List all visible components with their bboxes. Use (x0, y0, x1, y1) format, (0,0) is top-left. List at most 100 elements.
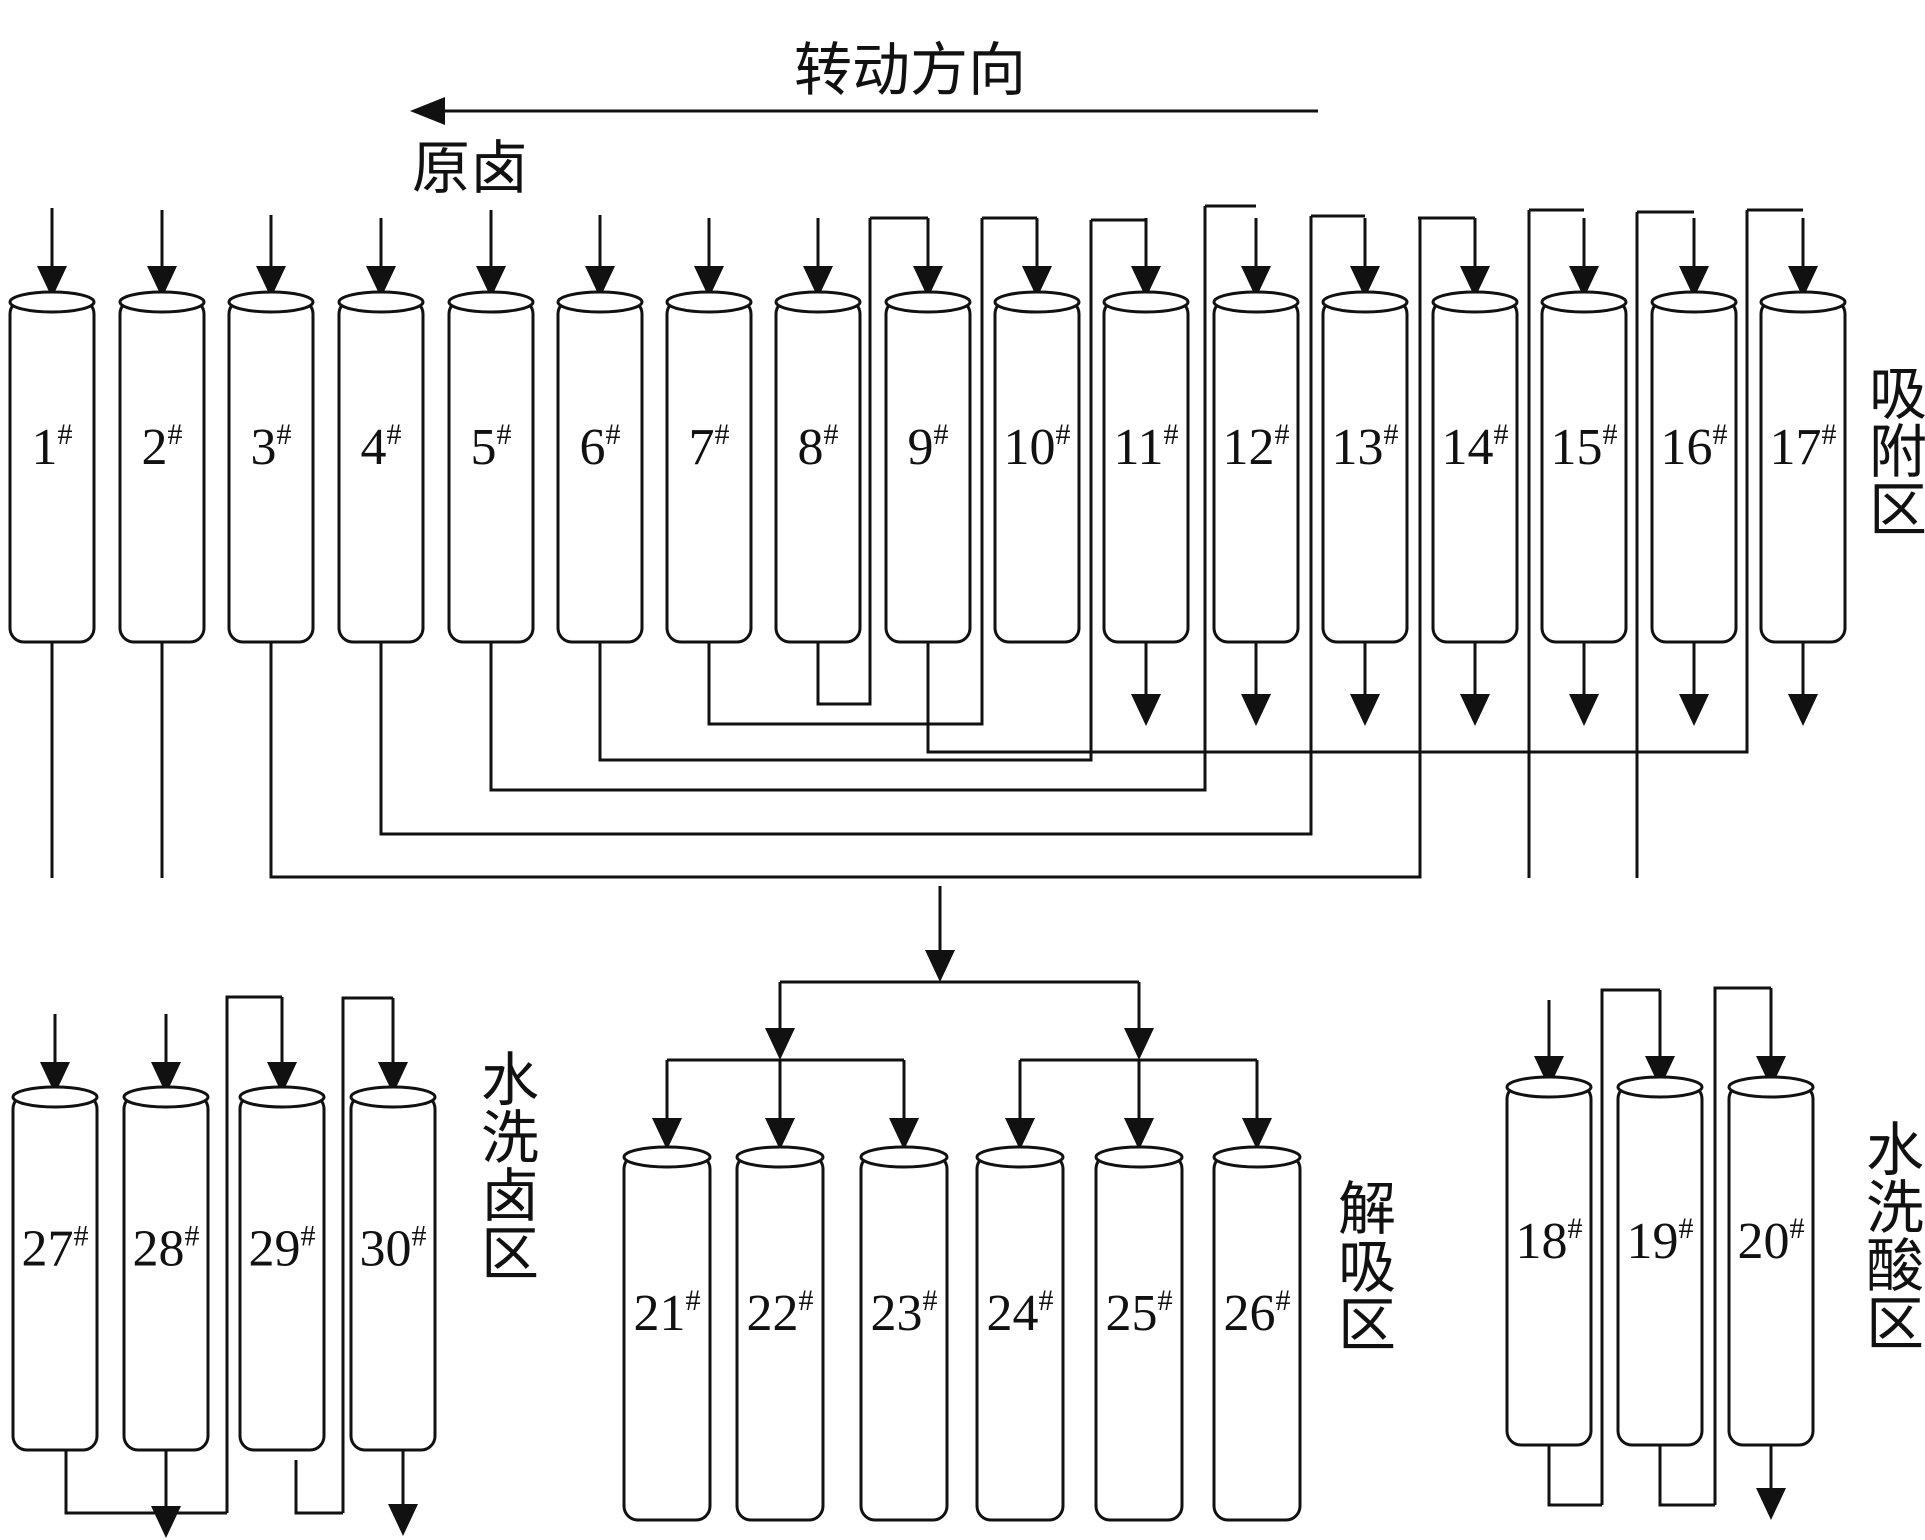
acid-wash-column-20-suffix: # (1790, 1212, 1805, 1245)
acid-wash-feed-20-head (1756, 1056, 1786, 1088)
route-5-to-12 (489, 206, 1207, 792)
desorption-column-26-label: 26# (1224, 1284, 1291, 1342)
adsorption-column-8-number: 8 (798, 419, 824, 476)
desorption-column-22-label: 22# (747, 1284, 814, 1342)
adsorption-column-13-number: 13 (1332, 419, 1384, 476)
adsorption-column-11-top (1102, 290, 1190, 314)
adsorption-column-16-number: 16 (1661, 419, 1713, 476)
brine-wash-out-27 (64, 1448, 227, 1515)
adsorption-column-9-top (884, 290, 972, 314)
adsorption-column-5-label: 5# (471, 418, 512, 476)
desorption-feed-25-head (1124, 1118, 1154, 1150)
brine-wash-column-30-label: 30# (360, 1219, 427, 1277)
feed-arrow-2-head (147, 266, 177, 298)
brine-wash-column-27-number: 27 (22, 1220, 74, 1277)
brine-wash-column-27-label: 27# (22, 1219, 89, 1277)
brine-wash-column-28-suffix: # (185, 1219, 200, 1252)
adsorption-column-15-suffix: # (1603, 418, 1618, 451)
adsorption-column-12-number: 12 (1223, 419, 1275, 476)
adsorption-column-4-suffix: # (387, 418, 402, 451)
brine-wash-out-29 (294, 1460, 343, 1515)
adsorption-column-9-number: 9 (908, 419, 934, 476)
adsorption-column-7: 7# (665, 290, 753, 644)
desorption-column-23-top (859, 1145, 949, 1169)
brine-wash-column-28: 28# (122, 1085, 210, 1452)
feed-arrow-6-head (585, 266, 615, 298)
outlet-arrow-15-head (1569, 694, 1599, 726)
desorption-column-25-label: 25# (1106, 1284, 1173, 1342)
feed-arrow-8-head (803, 266, 833, 298)
desorption-column-21-suffix: # (686, 1284, 701, 1317)
brine-wash-loop-29 (225, 995, 282, 1513)
adsorption-column-5-number: 5 (471, 419, 497, 476)
desorption-column-21: 21# (622, 1145, 712, 1522)
acid-wash-column-19: 19# (1616, 1075, 1704, 1447)
desorption-column-25-top (1094, 1145, 1184, 1169)
desorption-column-26-top (1212, 1145, 1302, 1169)
adsorption-column-13-top (1321, 290, 1409, 314)
adsorption-column-6-top (556, 290, 644, 314)
adsorption-column-3: 3# (227, 290, 315, 644)
desorption-feed-24-head (1005, 1118, 1035, 1150)
adsorption-column-1-suffix: # (58, 418, 73, 451)
brine-wash-column-28-label: 28# (133, 1219, 200, 1277)
adsorption-column-17-label: 17# (1770, 418, 1837, 476)
feed-arrow-15-head (1569, 266, 1599, 298)
feed-arrow-14-head (1460, 266, 1490, 298)
desorption-column-21-number: 21 (634, 1285, 686, 1342)
brine-wash-column-29-number: 29 (249, 1220, 301, 1277)
feed-arrow-3-head (256, 266, 286, 298)
adsorption-column-11-label: 11# (1113, 418, 1178, 476)
route-9-to-17 (926, 210, 1749, 754)
adsorption-column-4-top (337, 290, 425, 314)
adsorption-column-10-number: 10 (1004, 419, 1056, 476)
outlet-arrow-14-head (1460, 694, 1490, 726)
feed-arrow-9-head (913, 266, 943, 298)
desorption-branch-right-head (1124, 1028, 1154, 1060)
adsorption-column-2-label: 2# (142, 418, 183, 476)
adsorption-column-8: 8# (774, 290, 862, 644)
rotation-direction-label: 转动方向 (794, 36, 1026, 104)
desorption-feed-23-head (889, 1118, 919, 1150)
brine-wash-column-28-number: 28 (133, 1220, 185, 1277)
acid-wash-out-18 (1547, 1440, 1602, 1507)
desorption-column-24-top (975, 1145, 1065, 1169)
adsorption-column-11: 11# (1102, 290, 1190, 644)
feed-arrow-17-head (1788, 266, 1818, 298)
adsorption-column-13: 13# (1321, 290, 1409, 644)
route-8-to-9 (816, 218, 872, 706)
acid-wash-column-19-number: 19 (1627, 1213, 1679, 1270)
adsorption-column-14-label: 14# (1442, 418, 1509, 476)
adsorption-column-3-label: 3# (251, 418, 292, 476)
adsorption-column-10-label: 10# (1004, 418, 1071, 476)
adsorption-column-7-suffix: # (715, 418, 730, 451)
brine-wash-loop-30 (341, 996, 393, 1513)
zone-label-adsorption: 吸附区 (1859, 363, 1925, 537)
acid-wash-column-18-number: 18 (1516, 1213, 1568, 1270)
acid-wash-column-18-top (1505, 1075, 1593, 1099)
adsorption-column-4-number: 4 (361, 419, 387, 476)
desorption-column-24-number: 24 (987, 1285, 1039, 1342)
feed-arrow-5-head (476, 266, 506, 298)
adsorption-column-12-suffix: # (1275, 418, 1290, 451)
adsorption-column-1: 1# (8, 290, 96, 644)
desorption-feed-22-head (765, 1118, 795, 1150)
acid-wash-column-20-label: 20# (1738, 1212, 1805, 1270)
adsorption-column-5-top (447, 290, 535, 314)
desorption-column-26-number: 26 (1224, 1285, 1276, 1342)
acid-wash-column-18-suffix: # (1568, 1212, 1583, 1245)
adsorption-column-15-top (1540, 290, 1628, 314)
desorption-column-22-suffix: # (799, 1284, 814, 1317)
desorption-column-21-top (622, 1145, 712, 1169)
acid-wash-column-18: 18# (1505, 1075, 1593, 1447)
acid-wash-feed-18-head (1534, 1056, 1564, 1088)
adsorption-column-7-label: 7# (689, 418, 730, 476)
adsorption-column-2-top (118, 290, 206, 314)
desorption-column-22-top (735, 1145, 825, 1169)
outlet-arrow-16-head (1679, 694, 1709, 726)
adsorption-column-12: 12# (1212, 290, 1300, 644)
adsorption-column-7-number: 7 (689, 419, 715, 476)
adsorption-column-6-label: 6# (580, 418, 621, 476)
adsorption-column-16-suffix: # (1713, 418, 1728, 451)
adsorption-column-11-number: 11 (1113, 419, 1163, 476)
